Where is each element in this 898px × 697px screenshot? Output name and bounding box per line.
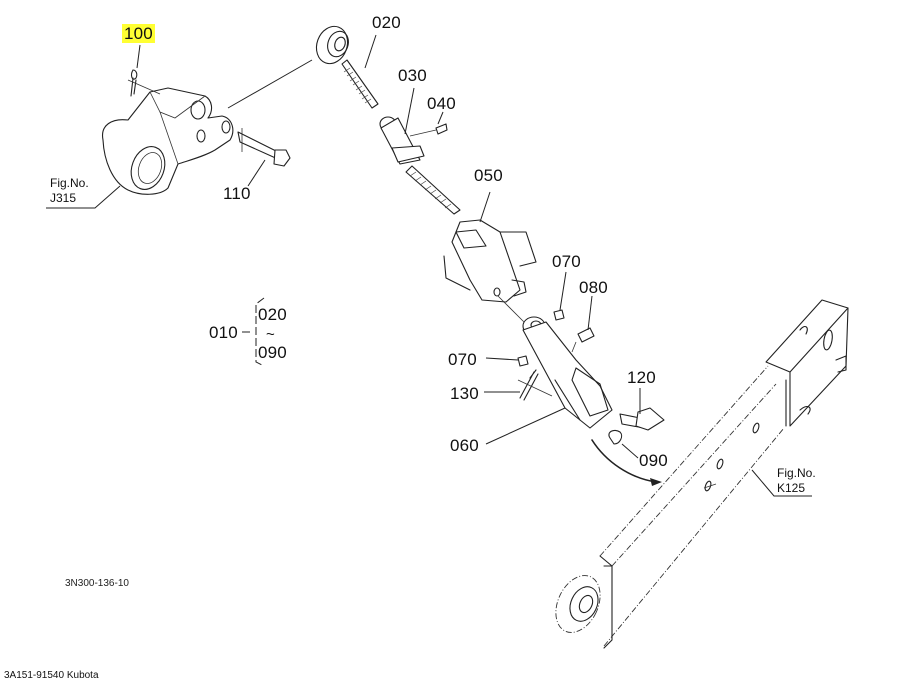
part-label-100[interactable]: 100 [122,24,155,43]
drawing-code: 3N300-136-10 [65,578,129,589]
figure-ref-number: K125 [777,481,806,495]
upper-bracket [46,44,313,209]
clevis-060 [484,271,665,486]
assembly-range-start[interactable]: 020 [258,305,287,324]
sleeve-030 [379,87,448,165]
figure-ref-k125[interactable]: Fig.No. K125 [777,466,816,496]
figure-ref-j315[interactable]: Fig.No. J315 [50,176,89,206]
threaded-rod [405,165,461,215]
lower-link-arm [555,299,849,649]
part-label-090[interactable]: 090 [639,451,668,470]
part-label-110[interactable]: 110 [223,184,251,203]
part-label-050[interactable]: 050 [474,166,503,185]
part-label-120[interactable]: 120 [627,368,656,387]
part-label-130[interactable]: 130 [450,384,479,403]
figure-ref-number: J315 [50,191,77,205]
assembly-range-symbol: ~ [266,326,275,343]
part-label-070-top[interactable]: 070 [552,252,581,271]
part-label-020[interactable]: 020 [372,13,401,32]
figure-ref-label: Fig.No. [777,466,816,480]
part-label-070-left[interactable]: 070 [448,350,477,369]
rod-end-020 [315,25,379,109]
group-brace-icon [242,297,265,367]
assembly-range-end[interactable]: 090 [258,343,287,362]
bracket-050 [443,191,537,303]
part-label-030[interactable]: 030 [398,66,427,85]
footer-caption: 3A151-91540 Kubota [4,670,99,681]
figure-ref-label: Fig.No. [50,176,89,190]
highlighted-part-number: 100 [122,24,155,43]
part-label-060[interactable]: 060 [450,436,479,455]
assembly-parent-010[interactable]: 010 [209,323,238,342]
part-label-080[interactable]: 080 [579,278,608,297]
part-label-040[interactable]: 040 [427,94,456,113]
